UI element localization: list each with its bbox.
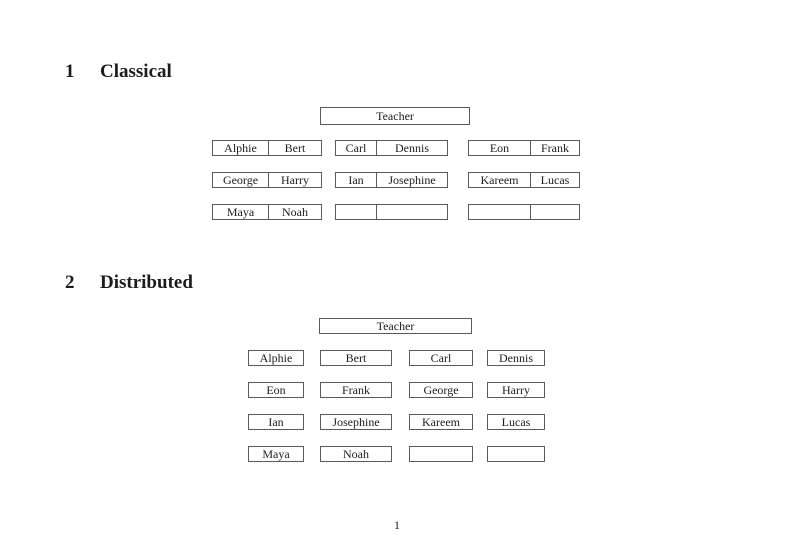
student-box: Bert [320,350,392,366]
desk-seat [469,205,531,219]
student-box: Carl [409,350,473,366]
desk-seat [531,205,579,219]
desk: Ian Josephine [335,172,448,188]
section-number: 1 [65,61,75,82]
desk-seat: Ian [336,173,377,187]
desk: Eon Frank [468,140,580,156]
page-number: 1 [394,518,400,532]
desk [335,204,448,220]
student-box [409,446,473,462]
desk [468,204,580,220]
student-box: Dennis [487,350,545,366]
teacher-box: Teacher [320,107,470,125]
student-box: Maya [248,446,304,462]
student-box [487,446,545,462]
desk-seat [377,205,447,219]
student-box: George [409,382,473,398]
desk-seat: Alphie [213,141,269,155]
student-box: Harry [487,382,545,398]
section-title: Distributed [100,272,193,293]
desk-seat: Josephine [388,173,436,187]
desk-seat: Harry [281,173,309,187]
section-number: 2 [65,272,75,293]
section-heading-distributed: 2 Distributed [65,272,193,294]
student-box: Kareem [409,414,473,430]
teacher-box: Teacher [319,318,472,334]
student-box: Frank [320,382,392,398]
desk-seat: Bert [284,141,306,155]
desk-seat: Dennis [395,141,429,155]
section-title: Classical [100,61,172,82]
desk-seat: Eon [469,141,531,155]
student-box: Eon [248,382,304,398]
desk: Maya Noah [212,204,322,220]
desk: Alphie Bert [212,140,322,156]
desk-seat: George [213,173,269,187]
student-box: Lucas [487,414,545,430]
desk: George Harry [212,172,322,188]
desk-seat: Frank [541,141,569,155]
student-box: Alphie [248,350,304,366]
desk-seat: Carl [336,141,377,155]
desk-seat: Kareem [469,173,531,187]
desk-seat: Noah [282,205,308,219]
student-box: Josephine [320,414,392,430]
desk-seat: Lucas [540,173,570,187]
desk: Kareem Lucas [468,172,580,188]
desk-seat [336,205,377,219]
student-box: Ian [248,414,304,430]
desk-seat: Maya [213,205,269,219]
student-box: Noah [320,446,392,462]
desk: Carl Dennis [335,140,448,156]
section-heading-classical: 1 Classical [65,61,172,83]
